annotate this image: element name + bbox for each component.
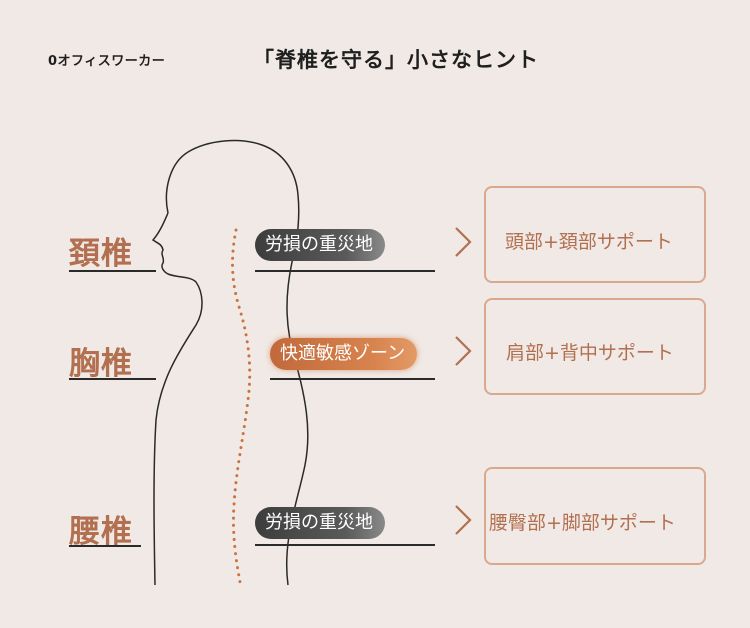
page-title: 「脊椎を守る」小さなヒント	[253, 48, 539, 72]
status-pill-cervical: 労損の重災地	[255, 229, 385, 261]
face-outline	[151, 212, 203, 586]
region-underline-thoracic	[69, 378, 156, 380]
support-box-cervical	[484, 186, 706, 283]
spine-dotted-line	[231, 228, 252, 584]
region-label-cervical: 頚椎	[69, 236, 133, 272]
support-text-thoracic: 肩部+背中サポート	[506, 342, 674, 364]
pill-underline-thoracic	[270, 378, 435, 380]
region-label-lumbar: 腰椎	[69, 514, 133, 550]
pill-underline-cervical	[255, 270, 435, 272]
brand-label: 0オフィスワーカー	[48, 54, 166, 69]
chevron-right-icon	[455, 227, 472, 257]
support-box-thoracic	[484, 298, 706, 395]
region-underline-lumbar	[69, 545, 141, 547]
support-box-lumbar	[484, 467, 706, 565]
region-underline-cervical	[69, 270, 156, 272]
chevron-right-icon	[455, 336, 472, 366]
support-text-cervical: 頭部+頚部サポート	[505, 231, 673, 253]
chevron-right-icon	[455, 505, 472, 535]
pill-underline-lumbar	[255, 544, 435, 546]
status-pill-thoracic: 快適敏感ゾーン	[270, 338, 418, 370]
status-pill-lumbar: 労損の重災地	[255, 507, 385, 539]
region-label-thoracic: 胸椎	[69, 346, 133, 382]
support-text-lumbar: 腰臀部+脚部サポート	[489, 512, 676, 534]
